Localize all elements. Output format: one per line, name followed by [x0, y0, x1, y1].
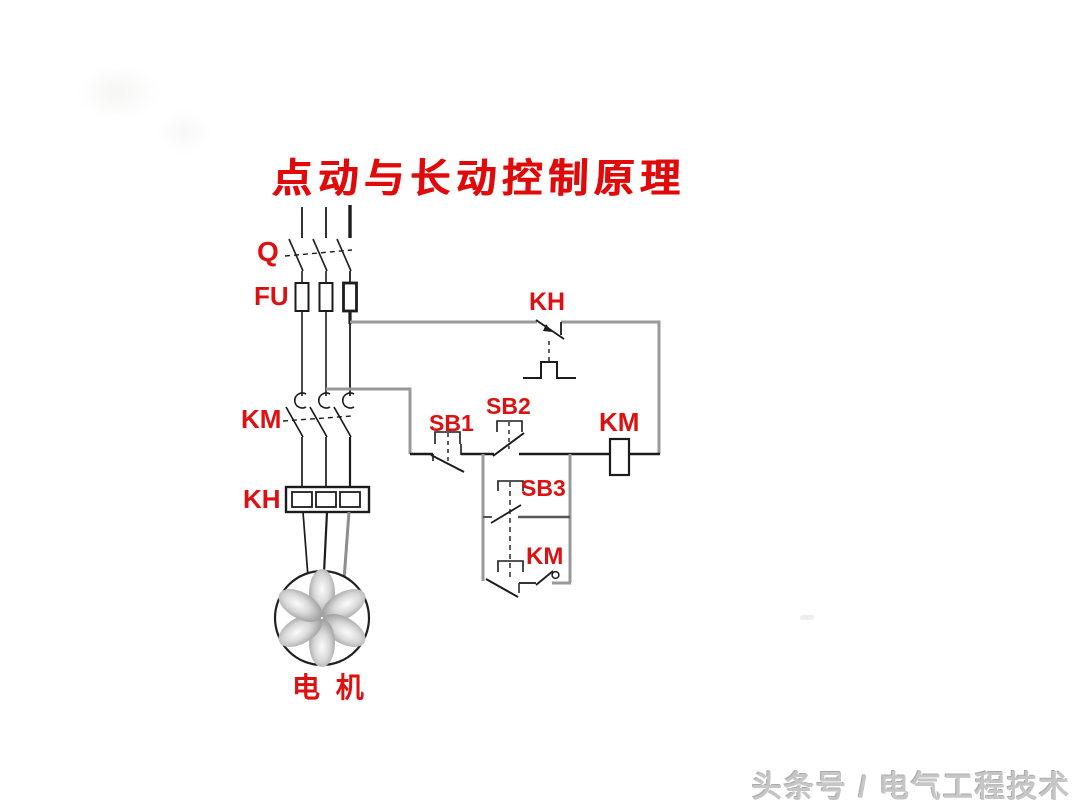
fuse-symbols	[294, 281, 358, 313]
scan-speck	[800, 615, 814, 620]
motor-fan-petals	[278, 569, 366, 667]
label-breaker: Q	[257, 236, 279, 267]
label-coil: KM	[599, 407, 640, 437]
km-main-contacts	[282, 392, 355, 488]
label-start-button: SB2	[486, 393, 531, 419]
thermal-nc-contact	[523, 319, 576, 379]
label-selfhold-contact: KM	[526, 543, 564, 570]
phase-wires-mid	[301, 311, 352, 396]
label-overload-heater: KH	[243, 484, 281, 514]
label-jog-button: SB3	[521, 475, 566, 501]
scan-artifact	[30, 20, 250, 180]
label-thermal-contact: KH	[529, 288, 566, 316]
start-button-symbol	[492, 420, 525, 457]
jog-button-symbol	[483, 480, 570, 579]
watermark: 头条号 / 电气工程技术	[752, 771, 1072, 804]
control-wires	[326, 320, 661, 454]
label-main-contacts: KM	[241, 404, 282, 434]
coil-symbol	[608, 437, 631, 477]
breaker-symbol	[284, 238, 353, 283]
label-motor: 电 机	[292, 672, 368, 703]
power-supply-lines	[301, 205, 352, 238]
thermal-heater-box	[284, 485, 371, 514]
stop-button-symbol	[430, 431, 465, 473]
motor-leads	[302, 511, 351, 581]
selfhold-contact-symbol	[485, 560, 560, 598]
label-fuse: FU	[254, 281, 289, 311]
label-stop-button: SB1	[429, 410, 474, 436]
motor-symbol	[273, 569, 371, 667]
